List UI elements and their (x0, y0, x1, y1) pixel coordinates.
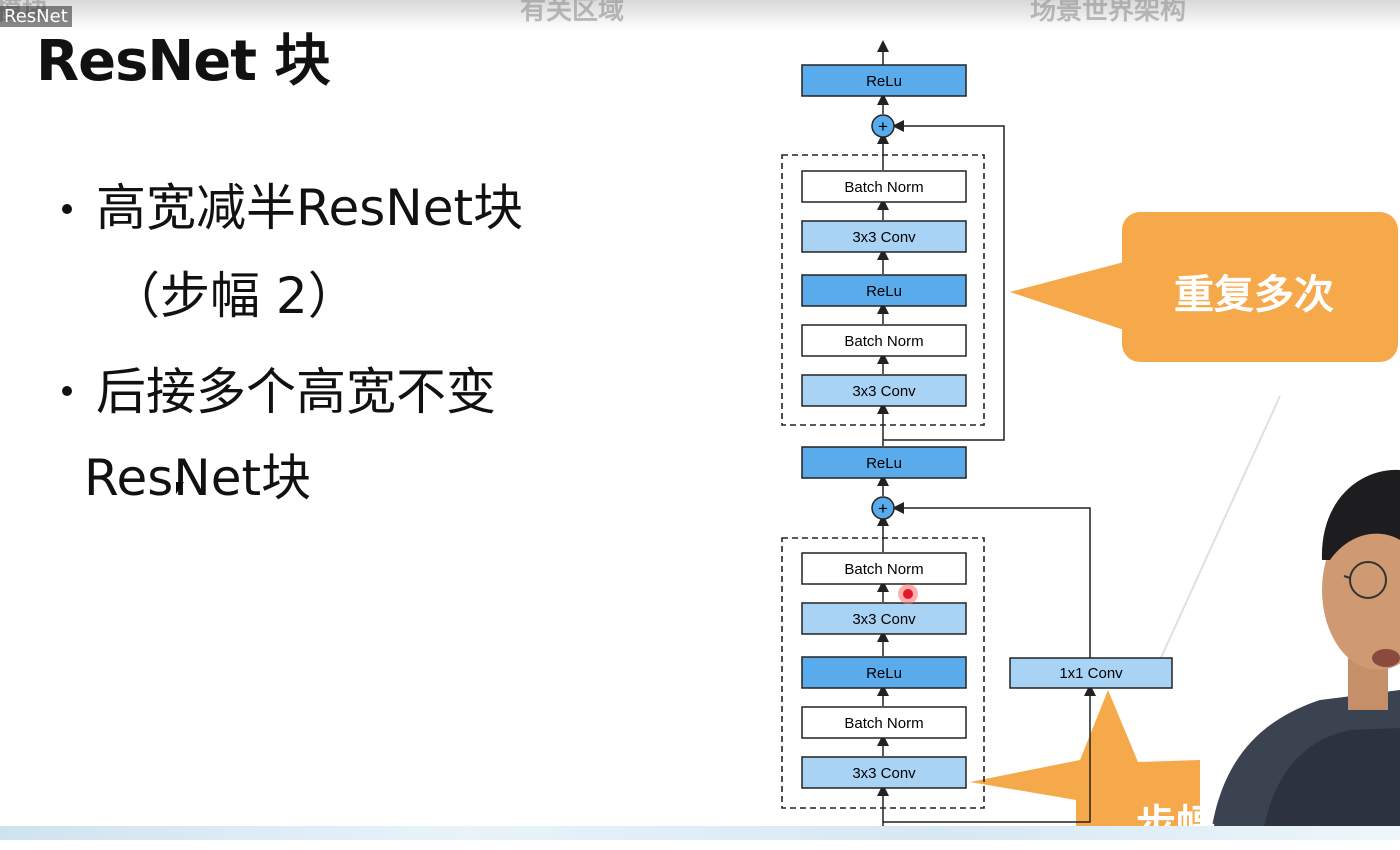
repeat-callout-pointer (1010, 262, 1124, 330)
relu-top-label: ReLu (866, 73, 902, 90)
add-symbol-bottom: + (878, 499, 888, 518)
mouse-cursor-icon (176, 482, 184, 494)
lower-conv-2-label: 3x3 Conv (852, 765, 916, 782)
faint-diagonal-line (1159, 395, 1281, 661)
presenter-webcam-overlay (1210, 469, 1400, 840)
shortcut-conv-box (1009, 657, 1173, 689)
lower-relu-label: ReLu (866, 665, 902, 682)
upper-relu-box (801, 274, 967, 307)
lower-bn-1-label: Batch Norm (844, 561, 923, 578)
bullet-dot-1 (62, 204, 72, 214)
bullet-1-line-1: 高宽减半ResNet块 (96, 179, 524, 237)
lower-bn-2-label: Batch Norm (844, 715, 923, 732)
lower-conv-1-box (801, 602, 967, 635)
lower-shortcut-to-conv (883, 684, 1096, 823)
laser-pointer-dot (903, 589, 913, 599)
top-fragment-center: 有关区域 (520, 0, 625, 26)
bullet-2-line-1: 后接多个高宽不变 (96, 363, 496, 421)
upper-bn-1-label: Batch Norm (844, 179, 923, 196)
add-symbol-top: + (878, 117, 888, 136)
top-fade-bar (0, 0, 1400, 30)
lower-bn-2-box (801, 706, 967, 739)
relu-top-box (801, 64, 967, 97)
bottom-decorative-strip (0, 826, 1400, 840)
upper-conv-2-label: 3x3 Conv (852, 383, 916, 400)
lower-relu-box (801, 656, 967, 689)
upper-conv-2-box (801, 374, 967, 407)
add-node-bottom (871, 496, 895, 520)
bullet-2-line-2: ResNet块 (84, 449, 312, 507)
upper-conv-1-box (801, 220, 967, 253)
repeat-callout-text: 重复多次 (1174, 272, 1334, 318)
stride-callout-text: 步幅 (1136, 802, 1216, 848)
stride-callout-shape (970, 690, 1200, 840)
add-node-top (871, 114, 895, 138)
repeat-callout-box (1122, 212, 1398, 362)
upper-conv-1-label: 3x3 Conv (852, 229, 916, 246)
slide-title: ResNet 块 (36, 29, 331, 94)
lower-bn-1-box (801, 552, 967, 585)
lower-conv-1-label: 3x3 Conv (852, 611, 916, 628)
shortcut-conv-label: 1x1 Conv (1059, 665, 1123, 682)
middle-relu-label: ReLu (866, 455, 902, 472)
middle-relu-box (801, 446, 967, 479)
upper-bn-2-label: Batch Norm (844, 333, 923, 350)
lower-shortcut-to-add (892, 502, 1091, 658)
upper-relu-label: ReLu (866, 283, 902, 300)
corner-tag: ResNet (0, 6, 72, 27)
bullet-1-line-2: （步幅 2） (110, 267, 358, 325)
upper-skip-connection (883, 120, 1005, 441)
top-fragment-right: 场景世界架构 (1030, 0, 1187, 26)
bullet-dot-2 (62, 386, 72, 396)
upper-bn-2-box (801, 324, 967, 357)
upper-bn-1-box (801, 170, 967, 203)
lower-conv-2-box (801, 756, 967, 789)
